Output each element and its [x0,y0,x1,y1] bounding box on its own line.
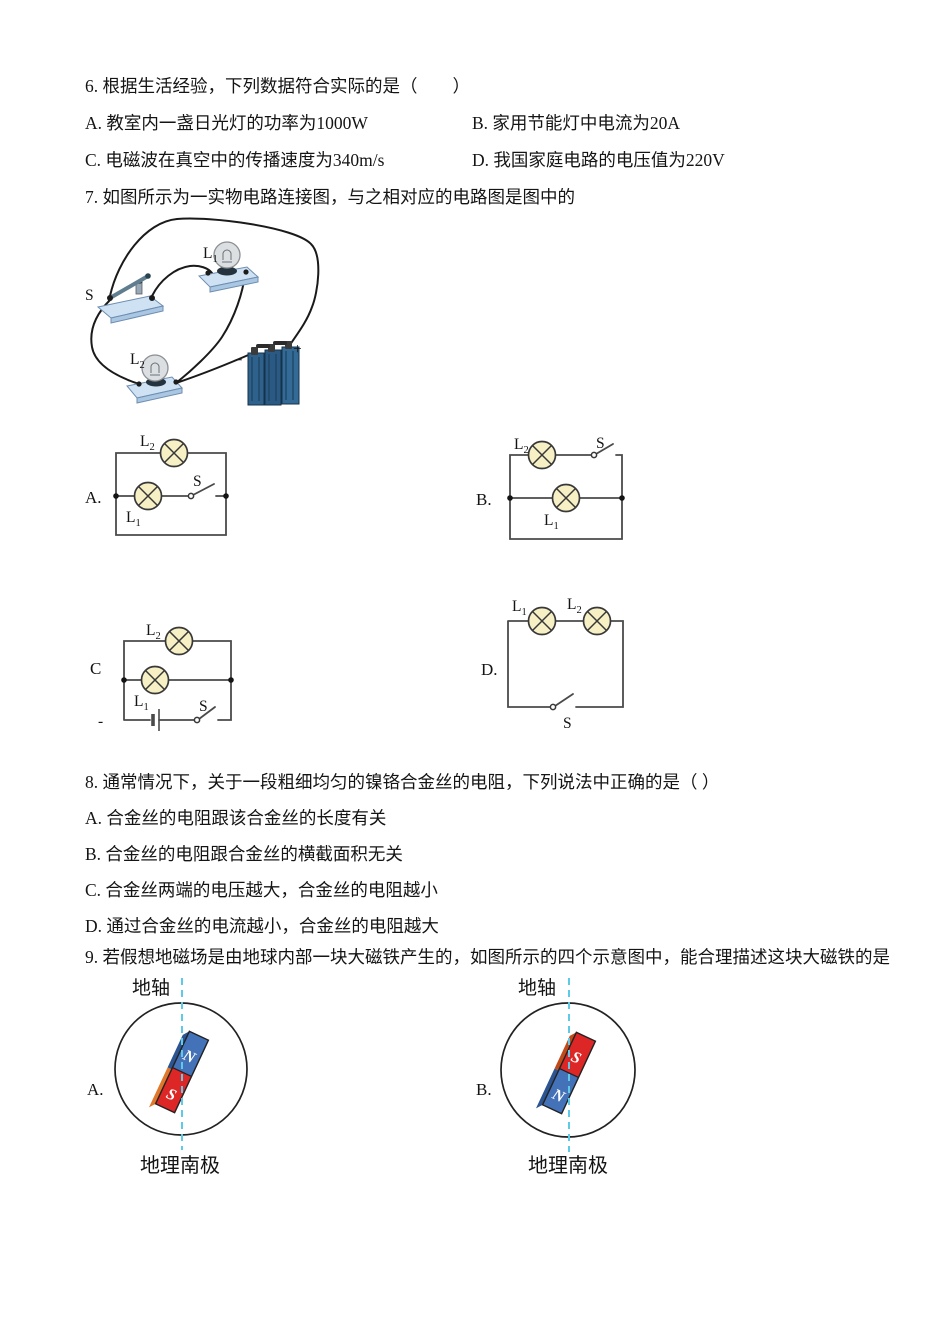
wire-switch-to-lamp2 [90,299,140,385]
lamp-l2-symbol [159,438,189,468]
s-label: S [199,698,208,715]
bar-magnet: S N [535,1031,597,1115]
question-6-option-d: D. 我国家庭电路的电压值为220V [472,150,725,170]
question-7-title: 7. 如图所示为一实物电路连接图，与之相对应的电路图是图中的 [85,187,575,207]
l1-label: L1 [544,512,559,532]
lamp-l2-symbol [527,440,557,470]
question-6-option-b: B. 家用节能灯中电流为20A [472,113,681,133]
option-a-letter: A. [85,488,102,507]
lamp-l1-symbol [140,665,170,695]
switch-label: S [85,287,94,304]
option-c-letter: C [90,659,101,678]
l1-label: L1 [134,693,149,713]
question-6-title: 6. 根据生活经验，下列数据符合实际的是（ ） [85,76,470,96]
circuit-option-a: A. L2 L1 S [85,433,229,536]
question-8-option-c: C. 合金丝两端的电压越大，合金丝的电阻越小 [85,880,438,900]
circuit-option-d: D. L1 L2 S [481,596,624,732]
circuit-option-c: C L2 L1 S - [90,622,234,731]
question-6-option-c: C. 电磁波在真空中的传播速度为340m/s [85,150,385,170]
axis-label: 地轴 [132,977,170,999]
battery-minus-label: − [234,352,243,369]
real-circuit-figure: S L1 L2 [85,217,320,406]
l1-label: L1 [512,598,527,618]
lamp-l2-symbol [582,606,612,636]
lamp-l1-label: L1 [203,245,218,265]
battery-plus-label: + [293,341,302,358]
wire-lamp1-to-lamp2 [175,273,246,384]
wire-switch-to-battery-plus [109,217,320,349]
question-8-title: 8. 通常情况下，关于一段粗细均匀的镍铬合金丝的电阻，下列说法中正确的是（ ） [85,772,720,792]
question-8-option-a: A. 合金丝的电阻跟该合金丝的长度有关 [85,808,387,828]
s-label: S [596,435,605,452]
bar-magnet: N S [148,1030,210,1114]
l2-label: L2 [514,436,529,456]
lamp-l2-symbol [164,626,194,656]
l2-label: L2 [140,433,155,453]
option-b-letter: B. [476,1080,492,1099]
lamp-l1-assembly [197,241,260,293]
earth-magnet-option-a: N S 地轴 A. 地理南极 [87,977,248,1177]
option-d-letter: D. [481,660,498,679]
question-9-title: 9. 若假想地磁场是由地球内部一块大磁铁产生的，如图所示的四个示意图中，能合理描… [85,947,890,967]
wire-switch-to-lamp1 [151,264,213,297]
question-8-option-d: D. 通过合金丝的电流越小，合金丝的电阻越大 [85,916,439,936]
stray-dash: - [98,713,103,730]
l2-label: L2 [567,596,582,616]
lamp-l2-assembly [126,354,183,404]
l2-label: L2 [146,622,161,642]
s-label: S [193,473,202,490]
circuit-option-b: B. L2 S L1 [476,435,625,540]
question-8-option-b: B. 合金丝的电阻跟合金丝的横截面积无关 [85,844,403,864]
lamp-l1-symbol [551,483,581,513]
lamp-l1-symbol [133,481,163,511]
s-label: S [563,715,572,732]
south-pole-label: 地理南极 [528,1154,608,1177]
battery [247,341,300,406]
lamp-l2-label: L2 [130,351,145,371]
l1-label: L1 [126,509,141,529]
lamp-l1-symbol [527,606,557,636]
switch-assembly [96,273,165,324]
option-b-letter: B. [476,490,492,509]
option-a-letter: A. [87,1080,104,1099]
south-pole-label: 地理南极 [140,1154,220,1177]
question-6-option-a: A. 教室内一盏日光灯的功率为1000W [85,113,368,133]
earth-magnet-option-b: S N 地轴 B. 地理南极 [476,977,636,1177]
wire-lamp2-to-battery-minus [175,352,254,384]
axis-label: 地轴 [518,977,556,999]
